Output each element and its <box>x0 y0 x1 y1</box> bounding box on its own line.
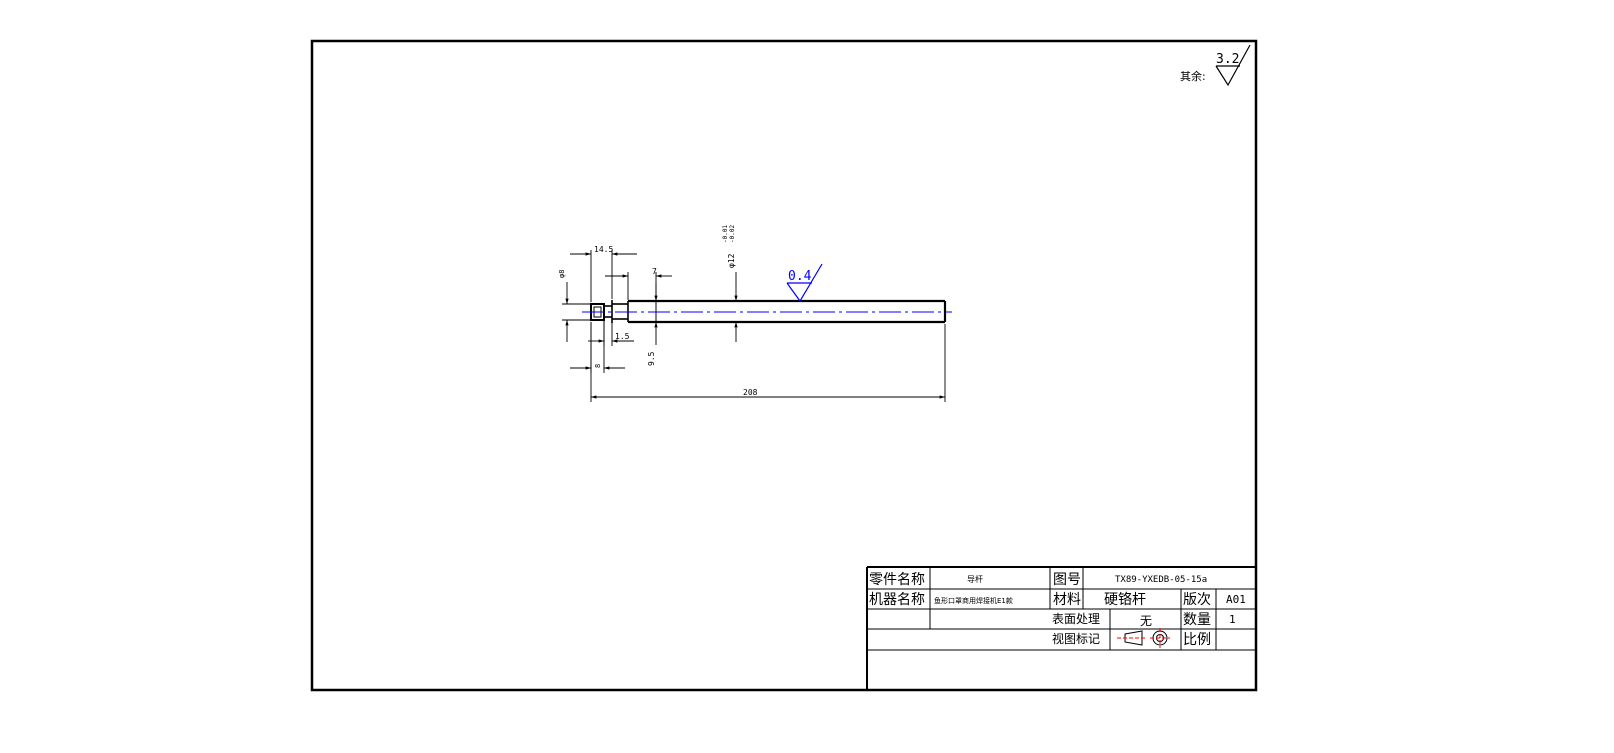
dim-7-text: 7 <box>652 267 657 276</box>
part-rod <box>582 299 952 324</box>
dimension-left-vertical <box>562 282 591 342</box>
part-name-value: 导杆 <box>967 574 983 584</box>
title-block <box>866 566 1256 690</box>
surface-treatment-value: 无 <box>1140 614 1152 628</box>
version-value: A01 <box>1226 593 1246 606</box>
machine-name-value: 鱼形口罩商用焊接机E1款 <box>934 596 1013 605</box>
material-label: 材料 <box>1053 592 1081 608</box>
dim-phi12-tol-lower: -0.02 <box>729 225 736 243</box>
roughness-symbol <box>1215 44 1251 87</box>
roughness-callout: 0.4 <box>786 263 823 303</box>
machine-name-label: 机器名称 <box>869 592 925 608</box>
surface-treatment-label: 表面处理 <box>1052 612 1100 626</box>
version-label: 版次 <box>1183 592 1211 608</box>
dim-14-5-text: 14.5 <box>594 245 613 254</box>
drawing-no-label: 图号 <box>1053 572 1081 588</box>
default-surface-finish: 其余: 3.2 <box>1180 44 1251 87</box>
material-value: 硬铬杆 <box>1104 592 1146 608</box>
dimension-14-5 <box>570 250 637 302</box>
dim-8-text: 8 <box>594 364 602 368</box>
default-roughness-value: 3.2 <box>1216 52 1239 67</box>
scale-label: 比例 <box>1183 632 1211 648</box>
quantity-value: 1 <box>1229 613 1236 626</box>
dim-phi12-tol-upper: -0.01 <box>722 225 729 243</box>
drawing-frame <box>310 39 1258 692</box>
dimension-7 <box>605 272 672 300</box>
projection-symbol-icon <box>1117 628 1170 648</box>
dim-1-5-text: 1.5 <box>615 332 630 341</box>
surface-finish-label: 其余: <box>1180 69 1206 83</box>
quantity-label: 数量 <box>1183 612 1211 628</box>
callout-roughness-value: 0.4 <box>788 269 812 284</box>
dimension-208 <box>590 322 946 402</box>
dim-208-text: 208 <box>743 388 758 397</box>
drawing-no-value: TX89-YXEDB-05-15a <box>1115 575 1207 585</box>
dim-9-5-text: 9.5 <box>647 351 656 366</box>
view-mark-label: 视图标记 <box>1052 631 1100 646</box>
part-name-label: 零件名称 <box>869 572 925 588</box>
dim-left-vertical-text: φ8 <box>558 270 566 278</box>
dim-phi12-text: φ12 <box>727 253 736 268</box>
